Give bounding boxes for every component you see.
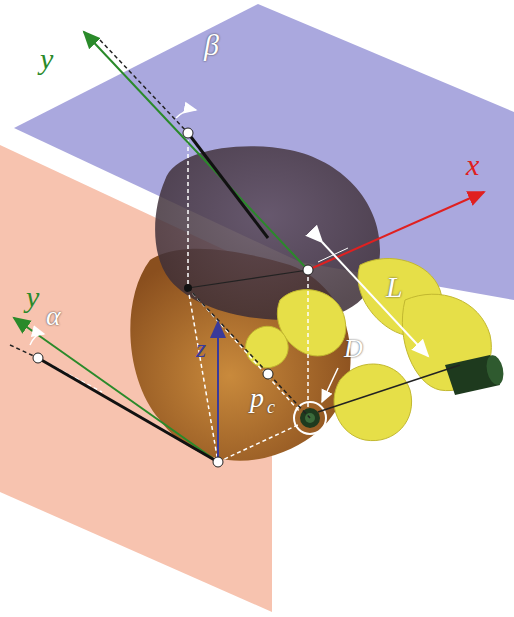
y-axis-side <box>14 318 218 462</box>
dimension-label: D <box>344 336 363 362</box>
point-label-subscript: c <box>267 398 275 416</box>
z-axis <box>217 322 219 462</box>
electrode-cylinder <box>294 354 506 434</box>
dimension-label: L <box>386 272 403 302</box>
brain-upper <box>155 146 380 320</box>
y-axis-top <box>84 32 308 270</box>
needle-projection <box>38 358 218 462</box>
skull-structures <box>246 258 492 440</box>
x-axis <box>308 192 484 270</box>
needle-projection <box>188 133 268 238</box>
axis-label: y <box>26 282 39 312</box>
point-label: p <box>250 384 264 412</box>
length-dimension <box>322 242 428 356</box>
point-marker <box>33 128 313 467</box>
axis-label: x <box>466 150 479 180</box>
angle-label: β <box>204 30 219 60</box>
axis-label: y <box>40 44 53 74</box>
projection-lines <box>38 133 308 462</box>
angle-label: α <box>46 302 61 330</box>
axis-label: z <box>196 336 206 362</box>
